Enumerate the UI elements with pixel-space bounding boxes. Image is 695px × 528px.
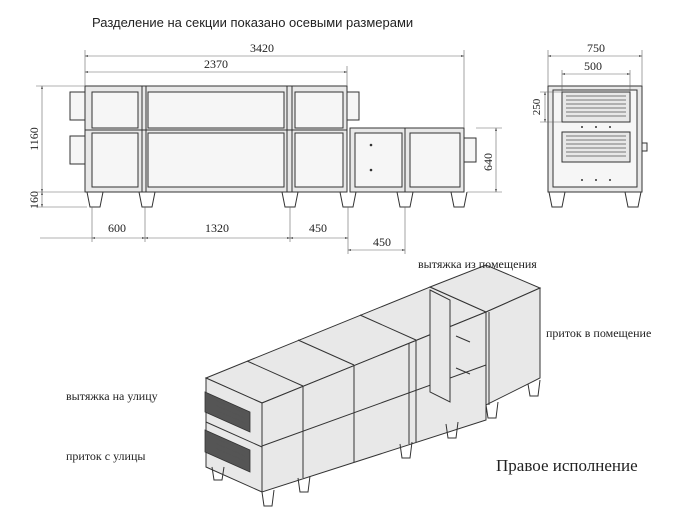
dim-sec1: 600	[108, 221, 126, 235]
label-supply-from-street: приток с улицы	[66, 449, 145, 463]
dim-sec3: 450	[309, 221, 327, 235]
dim-inner-length: 2370	[204, 57, 228, 71]
dim-total-length: 3420	[250, 41, 274, 55]
label-exhaust-to-street: вытяжка на улицу	[66, 389, 158, 403]
label-supply-to-room: приток в помещение	[546, 326, 651, 340]
dim-height: 1160	[27, 127, 41, 151]
side-view: 750 500 250	[531, 41, 648, 208]
dim-side-height: 640	[481, 153, 495, 171]
front-view: 3420 2370 1160 160 600 1320 450 450 640	[27, 41, 502, 254]
dim-sec2: 1320	[205, 221, 229, 235]
label-variant: Правое исполнение	[496, 456, 638, 475]
label-exhaust-from-room: вытяжка из помещения	[418, 257, 537, 271]
isometric-view	[204, 264, 542, 507]
diagram-title: Разделение на секции показано осевыми ра…	[92, 15, 413, 30]
dim-side-inner-width: 500	[584, 59, 602, 73]
dim-side-width: 750	[587, 41, 605, 55]
dim-sec4: 450	[373, 235, 391, 249]
dim-side-grille: 250	[531, 98, 543, 115]
dim-leg-height: 160	[27, 191, 41, 209]
